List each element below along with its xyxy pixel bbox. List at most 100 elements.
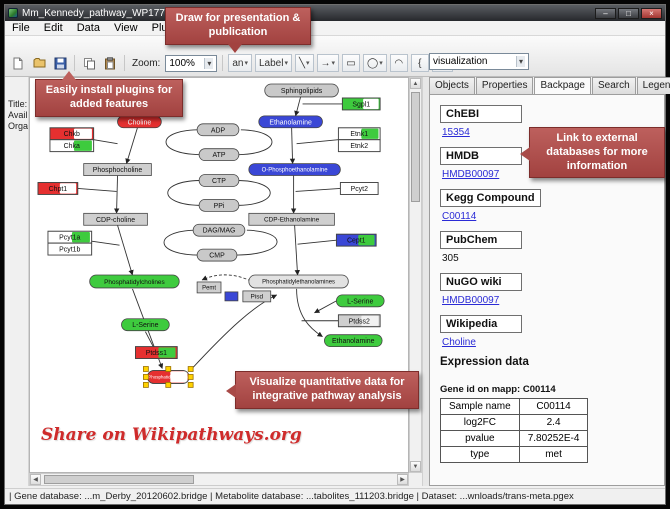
vertical-scrollbar[interactable]: ▲ ▼ xyxy=(409,77,422,473)
node-ctp[interactable]: CTP xyxy=(198,174,240,187)
arc-tool[interactable]: ◠ xyxy=(389,54,408,72)
node-atp[interactable]: ATP xyxy=(198,148,240,162)
minimize-button[interactable]: – xyxy=(595,7,616,19)
selection-handle[interactable] xyxy=(165,382,172,388)
node-state[interactable] xyxy=(224,291,239,302)
maximize-button[interactable]: □ xyxy=(618,7,639,19)
node-pisd[interactable]: Pisd xyxy=(242,290,272,303)
node-sphingolipids[interactable]: Sphingolipids xyxy=(264,83,339,98)
arrow-tool[interactable]: →▾ xyxy=(316,54,340,72)
menu-view[interactable]: View xyxy=(113,22,138,34)
brace-tool[interactable]: { xyxy=(410,54,429,72)
tab-properties[interactable]: Properties xyxy=(475,77,534,94)
gene-id-label: Gene id on mapp: C00114 xyxy=(440,384,556,395)
vertical-scroll-thumb[interactable] xyxy=(411,92,420,202)
node-cdp-ethanolamine[interactable]: CDP-Ethanolamine xyxy=(248,212,335,226)
scroll-down-icon[interactable]: ▼ xyxy=(410,461,421,472)
tab-backpage[interactable]: Backpage xyxy=(534,77,591,94)
open-file-icon[interactable] xyxy=(30,54,48,72)
visualization-combobox[interactable]: visualization ▾ xyxy=(429,53,529,70)
node-pcyt1a[interactable]: Pcyt1a xyxy=(47,230,93,244)
node-etnk2[interactable]: Etnk2 xyxy=(337,139,381,153)
svg-text:Phosphatidylethanolamines: Phosphatidylethanolamines xyxy=(262,280,335,286)
menu-data[interactable]: Data xyxy=(76,22,100,34)
node-l-serine-right[interactable]: L-Serine xyxy=(335,294,385,308)
node-phosphocholine[interactable]: Phosphocholine xyxy=(83,163,152,176)
node-ppi[interactable]: PPi xyxy=(198,199,240,212)
node-o-phosphoethanolamine[interactable]: O-Phosphoethanolamine xyxy=(248,163,341,176)
node-cept1[interactable]: Cept1 xyxy=(335,233,377,247)
node-etnk1[interactable]: Etnk1 xyxy=(337,127,381,141)
datanode-tool[interactable]: an▾ xyxy=(228,54,252,72)
save-icon[interactable] xyxy=(51,54,69,72)
selection-handle[interactable] xyxy=(187,374,194,380)
db-link-hmdb[interactable]: HMDB00097 xyxy=(442,169,500,180)
horizontal-scrollbar[interactable]: ◀ ▶ xyxy=(29,473,409,486)
db-link-wikipedia[interactable]: Choline xyxy=(442,337,476,348)
selection-handle[interactable] xyxy=(187,366,194,372)
node-chka[interactable]: Chka xyxy=(49,139,95,153)
node-cmp[interactable]: CMP xyxy=(196,248,238,262)
node-phosphatidylserines[interactable]: Phosphatidylserines xyxy=(143,366,194,388)
node-sgpl1[interactable]: Sgpl1 xyxy=(341,97,381,111)
label-tool[interactable]: Label▾ xyxy=(254,54,292,72)
node-pcyt2[interactable]: Pcyt2 xyxy=(339,182,379,195)
scroll-up-icon[interactable]: ▲ xyxy=(410,78,421,89)
db-link-kegg[interactable]: C00114 xyxy=(442,211,477,222)
menu-edit[interactable]: Edit xyxy=(43,22,63,34)
svg-text:Ptdss1: Ptdss1 xyxy=(146,350,167,357)
svg-text:Pcyt1b: Pcyt1b xyxy=(59,247,80,254)
selection-handle[interactable] xyxy=(143,374,149,380)
node-pcyt1b[interactable]: Pcyt1b xyxy=(47,242,93,256)
line-tool[interactable]: ╲▾ xyxy=(294,54,314,72)
rect-tool[interactable]: ▭ xyxy=(342,54,361,72)
scroll-left-icon[interactable]: ◀ xyxy=(30,474,41,485)
horizontal-scroll-thumb[interactable] xyxy=(44,475,194,484)
selection-handle[interactable] xyxy=(165,366,172,372)
node-dag-mag[interactable]: DAG/MAG xyxy=(192,223,246,237)
svg-text:Pcyt2: Pcyt2 xyxy=(351,186,369,193)
tab-objects[interactable]: Objects xyxy=(429,77,475,94)
new-file-icon[interactable] xyxy=(9,54,27,72)
chevron-down-icon[interactable]: ▾ xyxy=(515,56,525,67)
node-ptdss2[interactable]: Ptdss2 xyxy=(337,314,381,328)
selection-handle[interactable] xyxy=(143,366,149,372)
node-ptdss1[interactable]: Ptdss1 xyxy=(135,346,178,359)
selection-handle[interactable] xyxy=(143,382,149,388)
scroll-right-icon[interactable]: ▶ xyxy=(397,474,408,485)
svg-text:Sphingolipids: Sphingolipids xyxy=(281,88,323,95)
node-l-serine-left[interactable]: L-Serine xyxy=(121,318,170,332)
copy-icon[interactable] xyxy=(80,54,98,72)
chevron-down-icon[interactable]: ▾ xyxy=(204,57,214,69)
title-bar[interactable]: Mm_Kennedy_pathway_WP1771_45176.gpml – □… xyxy=(5,5,665,21)
db-link-chebi[interactable]: 15354 xyxy=(442,127,470,138)
svg-text:CDP-choline: CDP-choline xyxy=(96,217,135,224)
oval-tool[interactable]: ◯▾ xyxy=(363,54,387,72)
node-phosphatidylethanolamines[interactable]: Phosphatidylethanolamines xyxy=(248,274,349,289)
tab-legend[interactable]: Legend xyxy=(636,77,670,94)
node-adp[interactable]: ADP xyxy=(196,123,240,137)
node-choline[interactable]: Choline xyxy=(117,115,162,129)
close-button[interactable]: × xyxy=(641,7,662,19)
db-link-nugo[interactable]: HMDB00097 xyxy=(442,295,500,306)
zoom-combobox[interactable]: 100% ▾ xyxy=(165,54,218,72)
node-chkb[interactable]: Chkb xyxy=(49,127,95,141)
table-cell: pvalue xyxy=(440,430,520,447)
menu-file[interactable]: File xyxy=(12,22,30,34)
node-ethanolamine-bottom[interactable]: Ethanolamine xyxy=(324,334,383,348)
node-cdp-choline[interactable]: CDP-choline xyxy=(83,212,148,226)
paste-icon[interactable] xyxy=(101,54,119,72)
node-pemt[interactable]: Pemt xyxy=(196,281,222,294)
panel-splitter[interactable] xyxy=(422,77,429,486)
svg-text:Choline: Choline xyxy=(128,119,152,126)
node-phosphatidylcholines[interactable]: Phosphatidylcholines xyxy=(89,274,180,289)
selection-handle[interactable] xyxy=(187,382,194,388)
tab-search[interactable]: Search xyxy=(591,77,636,94)
svg-text:CTP: CTP xyxy=(212,178,226,185)
svg-text:Sgpl1: Sgpl1 xyxy=(352,101,370,108)
callout-link-databases: Link to external databases for more info… xyxy=(520,127,665,179)
node-ethanolamine-top[interactable]: Ethanolamine xyxy=(258,115,323,129)
node-chpt1[interactable]: Chpt1 xyxy=(37,182,79,195)
